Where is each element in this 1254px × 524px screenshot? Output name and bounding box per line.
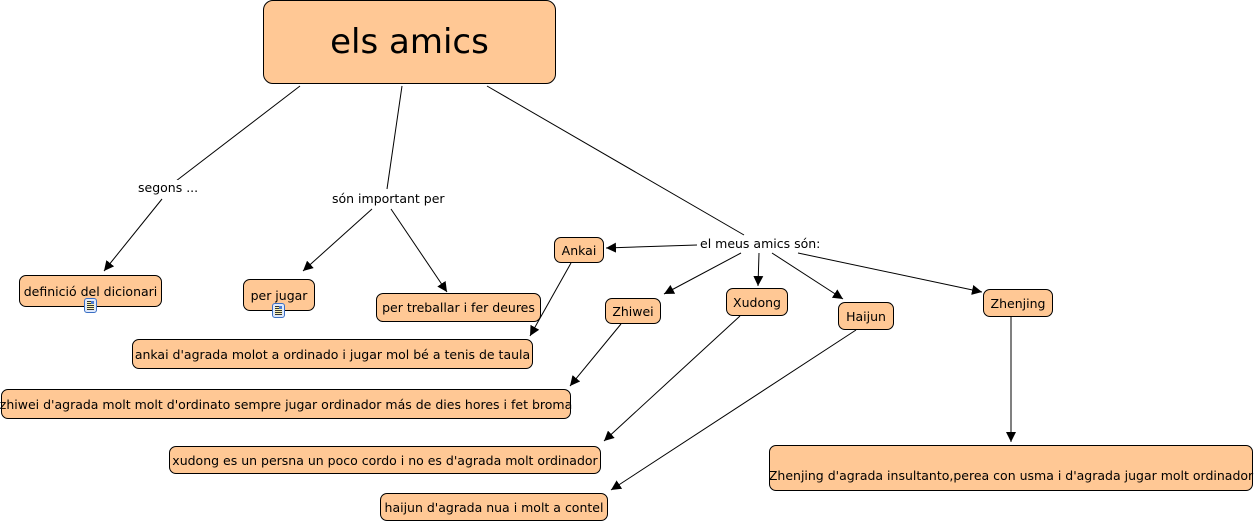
edge-important-treballar <box>390 208 448 293</box>
edge-haijun-desc <box>610 329 857 491</box>
concept-haijun-description[interactable]: haijun d'agrada nua i molt a contel <box>380 493 608 521</box>
edge-amics-xudong <box>753 252 764 287</box>
concept-zhiwei[interactable]: Zhiwei <box>605 298 661 324</box>
link-label-segons[interactable]: segons ... <box>136 180 201 195</box>
concept-zhenjing-description[interactable]: Zhenjing d'agrada insultanto,perea con u… <box>769 445 1253 491</box>
link-label-son-important[interactable]: són important per <box>330 191 447 206</box>
concept-per-jugar[interactable]: per jugar <box>243 279 315 311</box>
concept-per-treballar[interactable]: per treballar i fer deures <box>376 293 541 322</box>
concept-haijun[interactable]: Haijun <box>838 302 894 330</box>
edge-main-segons <box>175 85 301 182</box>
edge-amics-haijun <box>771 252 844 300</box>
edge-main-amics <box>486 85 745 236</box>
edge-amics-zhenjing <box>797 252 983 295</box>
concept-zhenjing[interactable]: Zhenjing <box>983 289 1053 317</box>
concept-xudong-description[interactable]: xudong es un persna un poco cordo i no e… <box>169 446 601 474</box>
edge-amics-ankai <box>605 242 698 253</box>
concept-xudong[interactable]: Xudong <box>726 288 788 316</box>
concept-definicio[interactable]: definició del dicionari <box>19 275 162 307</box>
edge-segons-definicio <box>103 198 163 272</box>
edge-xudong-desc <box>603 315 741 442</box>
edge-main-important <box>386 85 403 190</box>
edge-important-perjugar <box>302 208 373 272</box>
concept-zhiwei-description[interactable]: zhiwei d'agrada molt molt d'ordinato sem… <box>0 389 572 419</box>
document-image-icon[interactable] <box>272 303 285 318</box>
edge-zhiwei-desc <box>569 323 622 387</box>
edge-amics-zhiwei <box>663 252 742 295</box>
main-concept[interactable]: els amics <box>263 0 556 84</box>
edge-ankai-desc <box>529 262 572 337</box>
link-label-meus-amics[interactable]: el meus amics són: <box>698 236 823 251</box>
concept-ankai-description[interactable]: ankai d'agrada molot a ordinado i jugar … <box>132 339 533 369</box>
document-image-icon[interactable] <box>84 298 97 313</box>
concept-ankai[interactable]: Ankai <box>554 237 604 263</box>
